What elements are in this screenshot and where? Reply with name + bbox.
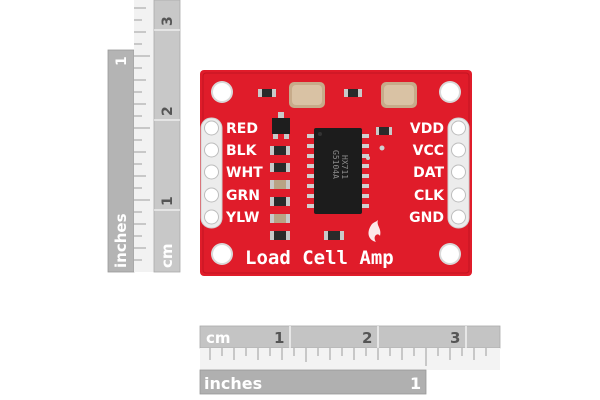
vertical-inches-label: inches bbox=[112, 213, 130, 268]
resistor-icon bbox=[258, 89, 276, 97]
horizontal-cm-mark-2: 2 bbox=[362, 329, 372, 347]
vertical-cm-mark-2: 2 bbox=[160, 106, 176, 116]
horizontal-cm-mark-1: 1 bbox=[274, 329, 284, 347]
pin-label-blk: BLK bbox=[226, 143, 258, 159]
capacitor-icon bbox=[289, 82, 325, 108]
pin-label-ylw: YLW bbox=[225, 210, 259, 226]
mounting-hole-icon bbox=[211, 81, 233, 103]
via-icon bbox=[366, 156, 370, 160]
board-title: Load Cell Amp bbox=[245, 247, 394, 269]
horizontal-inches-label: inches bbox=[204, 374, 262, 393]
pin-label-grn: GRN bbox=[226, 188, 260, 204]
via-icon bbox=[379, 145, 385, 151]
right-header-pads bbox=[447, 117, 470, 229]
horizontal-cm-label: cm bbox=[206, 329, 231, 347]
resistor-icon bbox=[270, 231, 290, 240]
vertical-cm-label: cm bbox=[158, 243, 176, 268]
chip-marking-2: G5104A bbox=[331, 150, 340, 179]
pin-label-dat: DAT bbox=[413, 165, 444, 181]
pin-label-gnd: GND bbox=[409, 210, 444, 226]
resistor-icon bbox=[324, 231, 344, 240]
horizontal-cm-mark-3: 3 bbox=[450, 329, 460, 347]
vertical-cm-mark-1: 1 bbox=[160, 196, 176, 206]
resistor-icon bbox=[376, 127, 392, 135]
pin-label-wht: WHT bbox=[226, 165, 263, 181]
chip-marking-1: HX711 bbox=[340, 155, 349, 179]
load-cell-amp-board: RED BLK WHT GRN YLW VDD VCC DAT CLK GND bbox=[200, 70, 472, 276]
vertical-ruler: inches cm 1 1 2 3 bbox=[107, 0, 181, 273]
vertical-inch-mark: 1 bbox=[114, 56, 130, 66]
pin-label-red: RED bbox=[226, 121, 258, 137]
capacitor-icon bbox=[381, 82, 417, 108]
resistor-icon bbox=[344, 89, 362, 97]
mounting-hole-icon bbox=[439, 81, 461, 103]
horizontal-inch-mark: 1 bbox=[410, 374, 421, 393]
transistor-icon bbox=[272, 112, 290, 139]
left-header-pads bbox=[200, 117, 223, 229]
pin-label-vcc: VCC bbox=[413, 143, 444, 159]
horizontal-ruler: cm 1 2 3 inches 1 bbox=[199, 325, 501, 395]
mounting-hole-icon bbox=[439, 243, 461, 265]
flame-logo-icon bbox=[368, 220, 381, 242]
pin-label-clk: CLK bbox=[414, 188, 445, 204]
hx711-chip-icon: HX711 G5104A bbox=[307, 128, 369, 214]
pin-label-vdd: VDD bbox=[410, 121, 444, 137]
vertical-cm-mark-3: 3 bbox=[160, 16, 176, 26]
passive-components bbox=[270, 146, 290, 223]
mounting-hole-icon bbox=[211, 243, 233, 265]
